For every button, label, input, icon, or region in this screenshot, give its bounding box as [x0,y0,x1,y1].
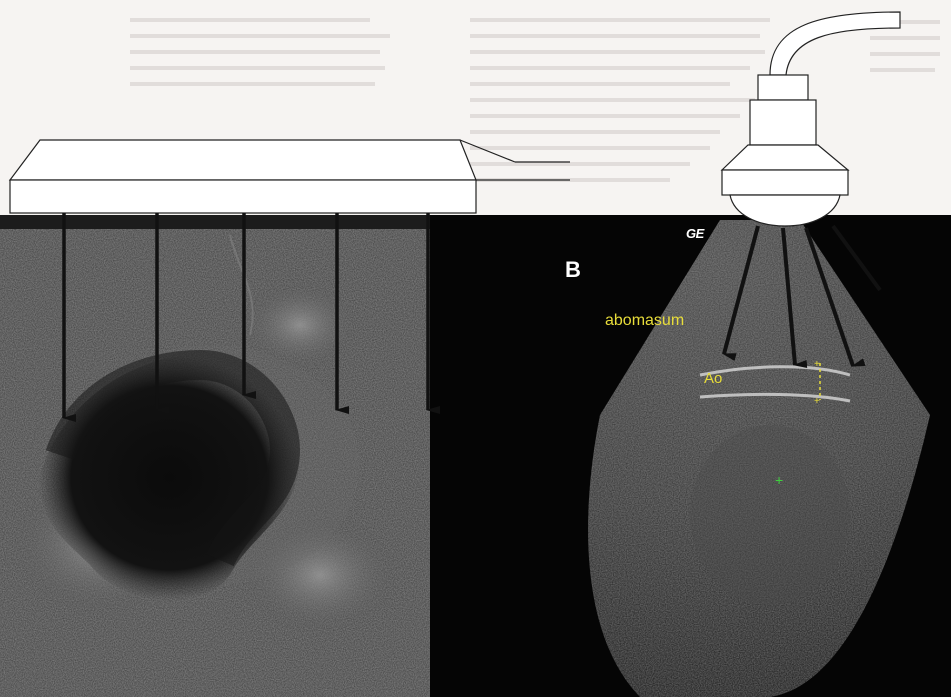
down-arrow-icon [724,226,880,366]
abomasum-label: abomasum [605,312,684,330]
linear-transducer-icon [10,140,570,213]
down-arrow-icon [64,213,428,418]
probe-brand-logo: GE [686,226,704,241]
convex-transducer-icon [722,12,900,226]
aorta-label: Ao [704,370,722,387]
panel-b-label: B [565,257,581,283]
